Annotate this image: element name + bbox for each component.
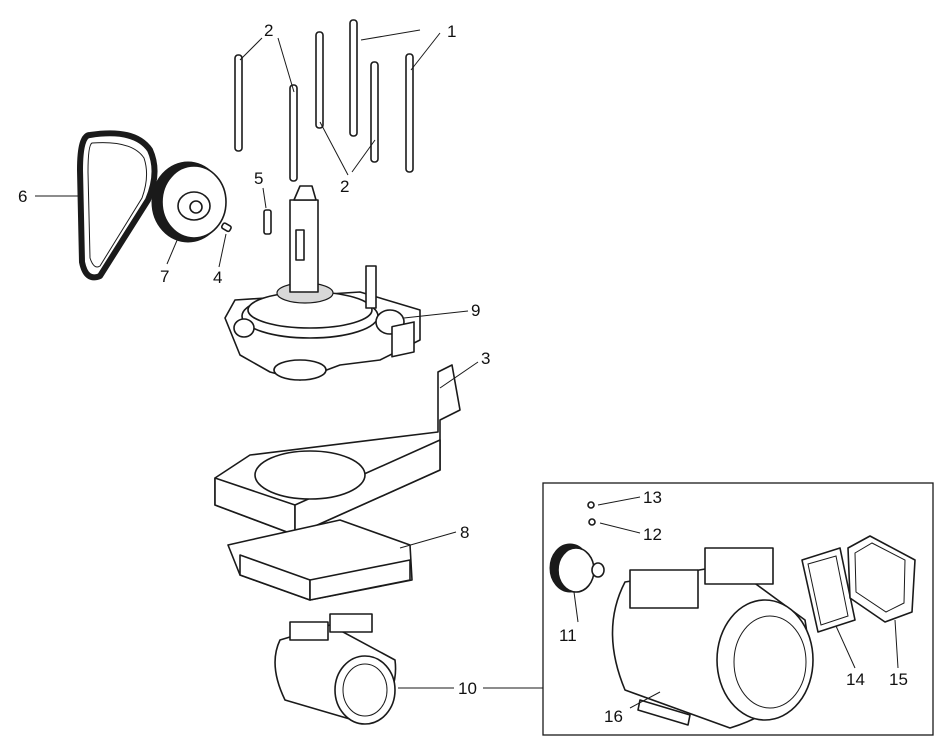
callout-16: 16 (604, 707, 623, 726)
callout-8: 8 (460, 523, 469, 542)
motor-large (611, 547, 814, 729)
gearbox-assembly (224, 185, 421, 381)
callout-10: 10 (458, 679, 477, 698)
mounting-bracket (214, 321, 461, 536)
rod-d (349, 19, 358, 137)
rods (234, 19, 414, 182)
callout-12: 12 (643, 525, 662, 544)
callout-15: 15 (889, 670, 908, 689)
rod-a (234, 54, 243, 152)
detail-inset-frame (542, 482, 934, 736)
gasket (801, 547, 856, 633)
rod-b (289, 84, 298, 182)
rod-f (405, 53, 414, 173)
callout-9: 9 (471, 301, 480, 320)
pulley (151, 161, 227, 243)
callout-2-top: 2 (264, 21, 273, 40)
callout-1: 1 (447, 22, 456, 41)
terminal-box (847, 535, 916, 623)
base-plate (227, 519, 413, 601)
coupling (549, 543, 605, 593)
rod-c (315, 31, 324, 129)
key-long (263, 209, 272, 235)
callout-3: 3 (481, 349, 490, 368)
callout-5: 5 (254, 169, 263, 188)
callout-2-bottom: 2 (340, 177, 349, 196)
callout-14: 14 (846, 670, 865, 689)
callout-6: 6 (18, 187, 27, 206)
callout-7: 7 (160, 267, 169, 286)
screw-13 (587, 501, 595, 509)
callout-11: 11 (559, 626, 577, 645)
key-small (220, 222, 232, 233)
screw-12 (588, 518, 596, 526)
motor-small (274, 613, 397, 725)
callout-13: 13 (643, 488, 662, 507)
rod-e (370, 61, 379, 163)
callout-4: 4 (213, 268, 222, 287)
callout-labels: 1 2 2 3 4 5 6 7 8 9 10 11 12 13 14 15 16 (18, 21, 908, 726)
leader-lines (35, 29, 899, 709)
belt (77, 130, 158, 281)
